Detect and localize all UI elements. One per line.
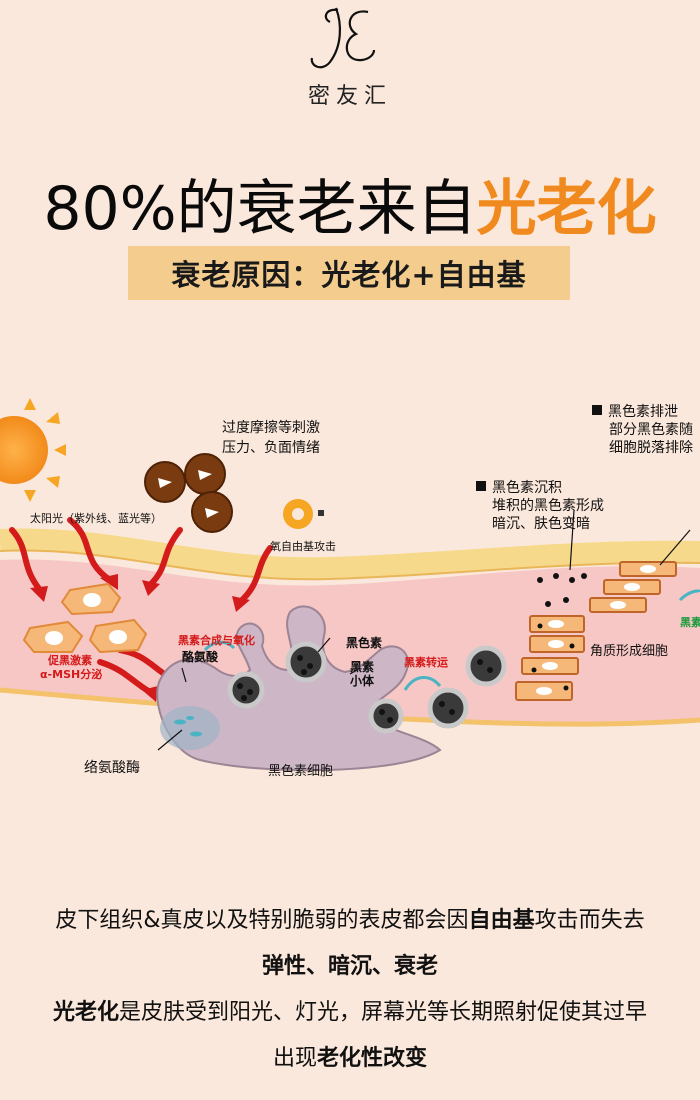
para-line-3b: 是皮肤受到阳光、灯光，屏幕光等长期照射促使其过早 [119, 1000, 648, 1025]
melanosome-label-2: 小体 [350, 674, 375, 688]
keratinocyte-label: 角质形成细胞 [590, 644, 669, 659]
melanin-deposit-title: 黑色素沉积 [476, 480, 562, 498]
edge-green-label: 黑素 [680, 616, 700, 629]
epidermis-line [0, 528, 700, 580]
melanin-excrete-title: 黑色素排泄 [592, 404, 678, 422]
bullet-icon [592, 405, 602, 415]
para-line-1: 皮下组织&真皮以及特别脆弱的表皮都会因自由基攻击而失去 [0, 902, 700, 934]
brand-name: 密友汇 [307, 84, 392, 109]
para-line-4b: 老化性改变 [317, 1046, 428, 1071]
melanin-excrete-1: 黑色素排泄 [608, 404, 678, 420]
radical-label: 氧自由基攻击 [270, 540, 336, 553]
skin-diagram [0, 398, 700, 772]
para-line-3a: 光老化 [52, 1000, 119, 1025]
transport-label: 黑素转运 [404, 656, 448, 669]
melanocyte-icon [156, 605, 442, 772]
synthesis-label: 黑素合成与氧化 [178, 634, 255, 647]
brand-logo [310, 7, 376, 69]
sun-icon [0, 398, 66, 502]
melanin-excrete-3: 细胞脱落排除 [609, 440, 693, 456]
melanosome-icon [227, 641, 507, 734]
para-line-1c: 攻击而失去 [534, 908, 645, 933]
free-radical-icon [283, 499, 324, 529]
msh-label-2: α-MSH分泌 [40, 668, 103, 681]
melanin-deposit-1: 黑色素沉积 [492, 480, 562, 496]
melanin-label: 黑色素 [346, 636, 383, 650]
cause-banner: 衰老原因：光老化+自由基 [128, 246, 570, 300]
melanin-excrete-2: 部分黑色素随 [609, 422, 693, 438]
para-line-3: 光老化是皮肤受到阳光、灯光，屏幕光等长期照射促使其过早 [0, 994, 700, 1026]
melanin-deposit-3: 暗沉、肤色变暗 [492, 516, 590, 532]
tyrosine-label: 酪氨酸 [182, 650, 219, 664]
stress-label-1: 过度摩擦等刺激 [222, 420, 320, 436]
melanocyte-label: 黑色素细胞 [268, 764, 334, 779]
bullet-icon [476, 481, 486, 491]
msh-label-1: 促黑激素 [48, 654, 92, 667]
para-line-4a: 出现 [272, 1046, 317, 1071]
stress-label-2: 压力、负面情绪 [222, 440, 320, 456]
para-line-2: 弹性、暗沉、衰老 [261, 954, 438, 979]
para-line-4: 出现老化性改变 [0, 1040, 700, 1072]
para-line-1b: 自由基 [468, 908, 535, 933]
tyrosinase-label: 络氨酸酶 [84, 760, 140, 776]
keratinocyte-stack [515, 561, 677, 701]
headline-prefix: 80%的衰老来自 [43, 174, 477, 244]
melanosome-label-1: 黑素 [350, 660, 375, 674]
headline-highlight: 光老化 [476, 174, 657, 244]
melanin-deposit-2: 堆积的黑色素形成 [492, 498, 604, 514]
para-line-1a: 皮下组织&真皮以及特别脆弱的表皮都会因 [55, 908, 469, 933]
sun-label: 太阳光（紫外线、蓝光等） [30, 512, 162, 525]
headline: 80%的衰老来自光老化 [0, 160, 700, 247]
